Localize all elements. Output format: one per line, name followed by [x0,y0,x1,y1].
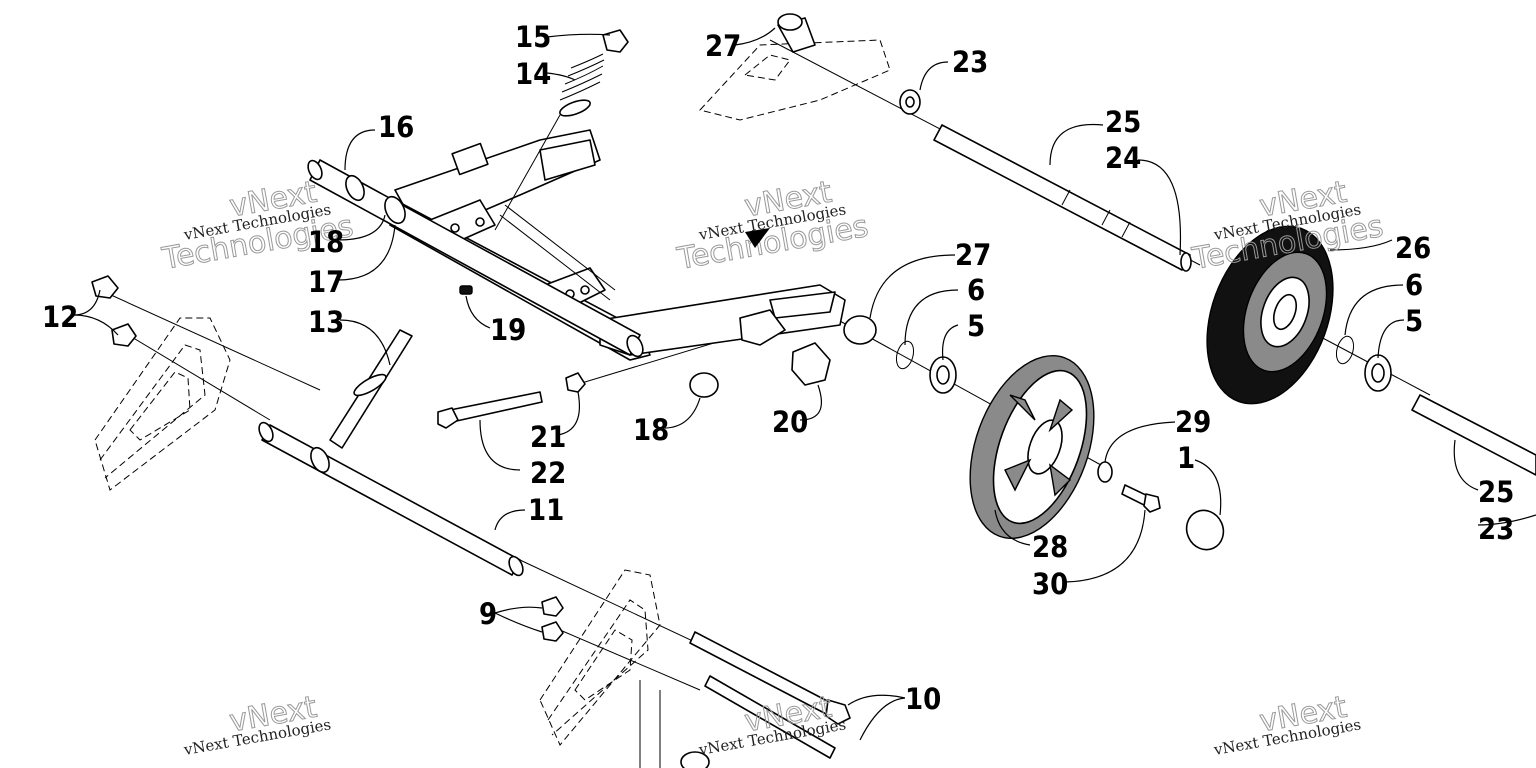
callout-28: 28 [1032,530,1068,564]
nuts-12 [91,275,137,347]
watermark-6: vNext Technologies vNext [1212,689,1363,759]
callout-27-mid: 27 [955,238,991,272]
setscrew-19 [459,285,473,295]
callout-6-left: 6 [967,273,985,307]
rail-frame-right [539,569,661,746]
callout-23-bottom: 23 [1478,512,1514,546]
washer-29 [1097,461,1113,483]
circlip-6-left [895,340,915,370]
circlip-6-right [1335,335,1355,365]
callout-25-bottom: 25 [1478,475,1514,509]
callout-6-right: 6 [1405,268,1423,302]
leader-lines [73,27,1536,741]
callout-15: 15 [515,20,551,54]
nut-15 [602,29,629,53]
bushing-27-lower [843,315,877,345]
bracket-block [739,309,786,346]
tunnel-bracket-dashed [699,39,891,121]
callout-25-top: 25 [1105,105,1141,139]
bushing-27-upper [777,13,816,53]
callout-10: 10 [905,682,941,716]
bushing-18 [689,372,719,398]
callout-11: 11 [528,493,564,527]
front-pivot-shaft [307,159,644,358]
callout-12: 12 [42,300,78,334]
rear-axle-11 [258,421,524,577]
callout-17: 17 [308,265,344,299]
callout-24: 24 [1105,141,1141,175]
callout-21: 21 [530,420,566,454]
bearing-5-left [929,356,957,394]
callout-23-top: 23 [952,45,988,79]
cap-1 [1185,509,1225,551]
washer-23-upper [899,89,921,115]
rear-lower-bracket [639,680,710,768]
callout-29: 29 [1175,405,1211,439]
watermark-3: vNext Technologies vNext Technologies [1189,174,1387,277]
callout-30: 30 [1032,567,1068,601]
callout-5-right: 5 [1405,304,1423,338]
callout-22: 22 [530,456,566,490]
callout-13: 13 [308,305,344,339]
idler-wheel-26 [1206,225,1334,405]
bolt-30 [1121,484,1161,513]
watermark-2: vNext Technologies vNext Technologies [674,174,872,277]
callout-9: 9 [479,597,497,631]
rail-frame-left [94,317,231,491]
callout-14: 14 [515,57,551,91]
callout-26: 26 [1395,231,1431,265]
watermark-4: vNext Technologies vNext [182,689,333,759]
pin-13 [329,329,413,449]
callout-16: 16 [378,110,414,144]
block-20 [791,342,831,386]
idler-wheel-28 [969,354,1095,540]
callout-19: 19 [490,313,526,347]
callout-27-top: 27 [705,29,741,63]
shaft-25-upper [933,124,1192,272]
shaft-25-lower [1411,394,1536,476]
nut-21 [565,372,586,393]
spring-14 [494,53,605,231]
bolt-22 [437,391,543,429]
callout-1: 1 [1177,441,1195,475]
nuts-9 [541,596,564,642]
callout-5-left: 5 [967,309,985,343]
callout-labels: 15 14 27 23 16 25 24 18 17 26 27 6 6 12 … [42,20,1514,716]
bolts-10 [689,631,851,759]
bearing-5-right [1364,354,1392,392]
pointer-arrow-icon [745,228,770,248]
callout-18-left: 18 [308,225,344,259]
callout-20: 20 [772,405,808,439]
callout-18-right: 18 [633,413,669,447]
